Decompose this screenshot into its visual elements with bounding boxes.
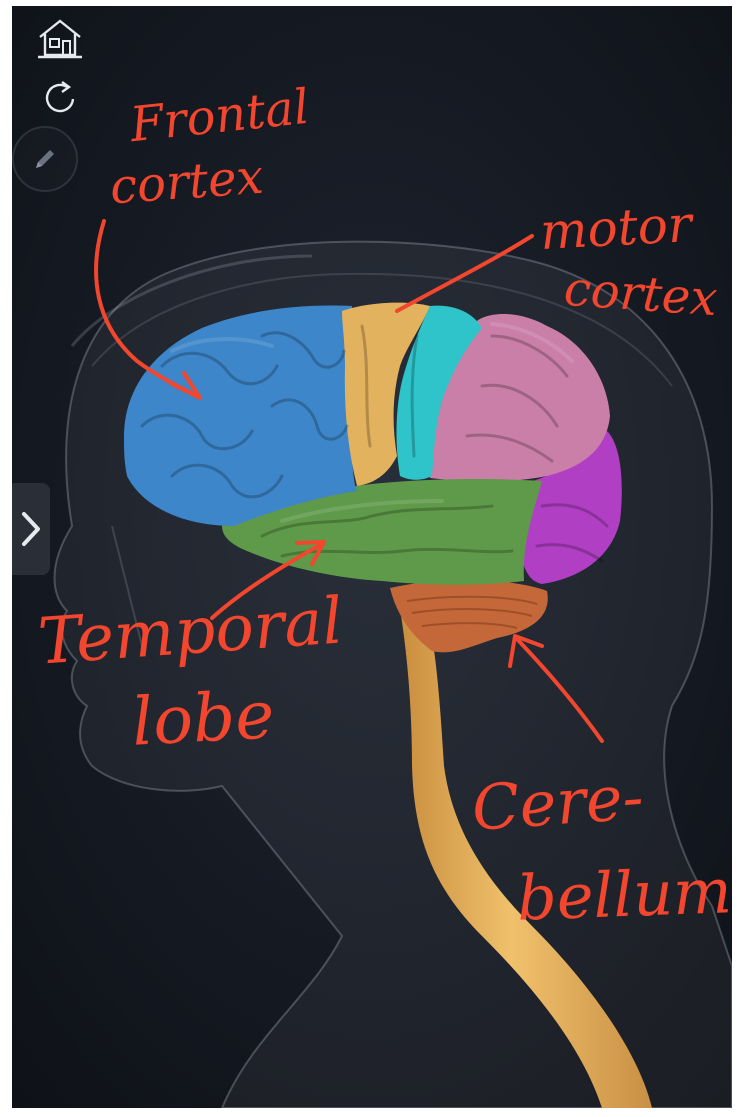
label-motor-line1: motor	[539, 199, 693, 257]
side-panel-toggle[interactable]	[12, 483, 50, 575]
anatomy-viewer[interactable]: Frontal cortex motor cortex Temporal lob…	[12, 6, 732, 1108]
reset-view-button[interactable]	[36, 74, 84, 122]
chevron-right-icon	[20, 511, 42, 547]
pencil-icon	[31, 145, 59, 173]
label-temporal-line2: lobe	[130, 682, 275, 755]
label-cerebellum-line1: Cere-	[470, 766, 645, 840]
label-cerebellum-line2: bellum	[516, 860, 732, 929]
label-frontal-line2: cortex	[109, 153, 265, 212]
annotate-button[interactable]	[12, 126, 78, 192]
home-icon	[36, 17, 84, 59]
rotate-icon	[40, 78, 80, 118]
home-button[interactable]	[34, 14, 86, 62]
label-motor-line2: cortex	[563, 265, 719, 324]
